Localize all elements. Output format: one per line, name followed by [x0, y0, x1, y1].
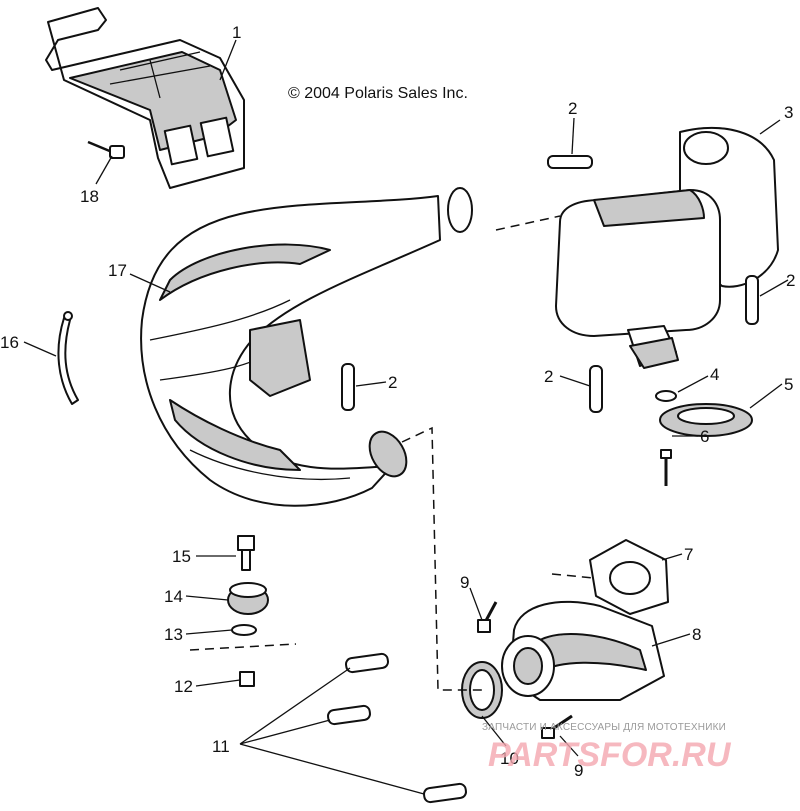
callout-labels: 1 2 3 2 2 2 4 5 6 7 8 9 9 10 11 12 13 14…	[0, 23, 795, 780]
part-6-screw	[660, 449, 672, 486]
callout-16: 16	[0, 333, 19, 352]
part-10-ring-gasket	[461, 661, 503, 719]
callout-2-mid: 2	[388, 373, 397, 392]
part-4-washer	[655, 390, 677, 402]
part-11-spring-1	[345, 652, 389, 674]
callout-12: 12	[174, 677, 193, 696]
part-14-bushing	[227, 582, 269, 615]
part-2-spring-lower	[589, 365, 603, 413]
callout-18: 18	[80, 187, 99, 206]
part-5-grommet	[659, 403, 753, 437]
watermark-logo: PARTSFOR.RU	[488, 736, 732, 774]
part-17-expansion-chamber	[140, 187, 473, 507]
part-13-washer	[231, 624, 257, 636]
callout-9-upper: 9	[460, 573, 469, 592]
callout-11: 11	[212, 737, 230, 756]
callout-6: 6	[700, 427, 709, 446]
callout-2-lower: 2	[544, 367, 553, 386]
part-1-bracket	[45, 7, 245, 189]
part-2-spring-right	[745, 275, 759, 325]
callout-3: 3	[784, 103, 793, 122]
callout-2-right: 2	[786, 271, 795, 290]
callout-13: 13	[164, 625, 183, 644]
part-16-strap	[57, 311, 79, 405]
part-2-spring-top	[547, 155, 593, 169]
part-2-spring-mid	[341, 363, 355, 411]
part-7-gasket	[589, 539, 669, 615]
callout-7: 7	[684, 545, 693, 564]
part-11-spring-3	[423, 782, 467, 804]
leader-lines	[23, 39, 789, 795]
callout-10: 10	[500, 749, 519, 768]
watermark: ЗАПЧАСТИ И АКСЕССУАРЫ ДЛЯ МОТОТЕХНИКИ PA…	[482, 722, 732, 774]
part-18-pin	[87, 140, 125, 159]
part-11-spring-2	[327, 704, 371, 726]
callout-15: 15	[172, 547, 191, 566]
callout-9-lower: 9	[574, 761, 583, 780]
assembly-lines	[189, 215, 595, 691]
callout-8: 8	[692, 625, 701, 644]
callout-2-top: 2	[568, 99, 577, 118]
part-9-bolt-upper	[477, 601, 498, 633]
part-15-bolt	[237, 535, 255, 571]
callout-4: 4	[710, 365, 719, 384]
copyright-notice: © 2004 Polaris Sales Inc.	[288, 85, 468, 102]
callout-14: 14	[164, 587, 183, 606]
callout-1: 1	[232, 23, 241, 42]
part-8-manifold	[501, 600, 665, 701]
watermark-caption: ЗАПЧАСТИ И АКСЕССУАРЫ ДЛЯ МОТОТЕХНИКИ	[482, 722, 726, 733]
part-9-bolt-lower	[541, 714, 573, 739]
callout-5: 5	[784, 375, 793, 394]
callout-17: 17	[108, 261, 127, 280]
part-3-muffler	[555, 126, 779, 369]
part-12-nut	[239, 671, 255, 687]
